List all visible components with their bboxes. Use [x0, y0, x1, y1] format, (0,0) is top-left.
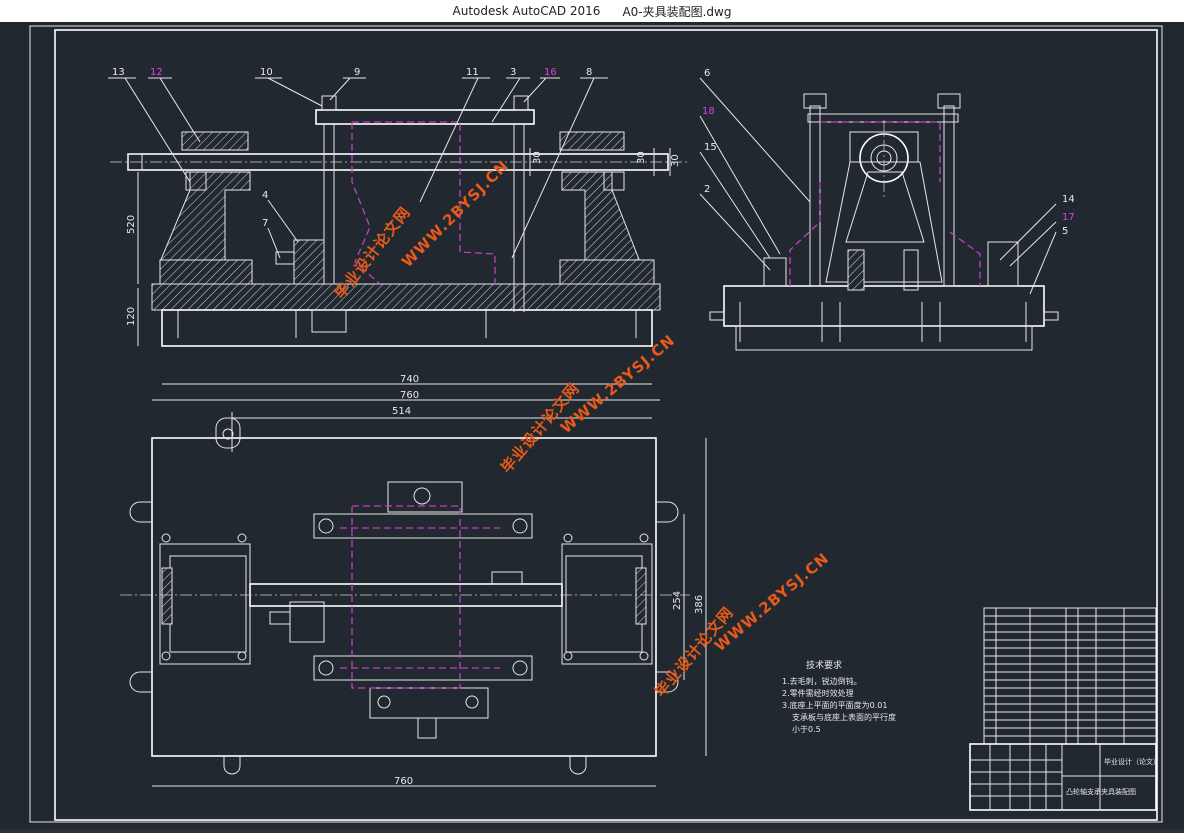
- label-7: 7: [262, 218, 268, 229]
- watermark-url-3: WWW.2BYSJ.CN: [711, 549, 833, 655]
- dim-height-outer: 386: [694, 595, 705, 614]
- label-2: 2: [704, 184, 710, 195]
- tech-req-item-5: 小于0.5: [792, 725, 821, 734]
- title-block: 毕业设计（论文） 凸轮轴支承夹具装配图: [969, 607, 1160, 811]
- inner-frame: [54, 29, 1158, 821]
- right-bearing-cap: [559, 131, 625, 151]
- title-block-frame: [969, 743, 1157, 811]
- watermark-url-1: WWW.2BYSJ.CN: [398, 157, 512, 271]
- left-support: [159, 171, 251, 263]
- top-clamp-bar: [315, 109, 535, 125]
- dim-30-a: 30: [532, 151, 543, 164]
- label-18: 18: [702, 106, 715, 117]
- top-clamp-bar-upper: [313, 513, 533, 539]
- label-8: 8: [586, 67, 592, 78]
- label-3: 3: [510, 67, 516, 78]
- dim-height-upper: 520: [126, 215, 137, 234]
- label-16: 16: [544, 67, 557, 78]
- top-base-outline: [151, 437, 657, 757]
- technical-requirements: 技术要求 1.去毛刺，锐边倒钝。 2.零件需经时效处理 3.底座上平面的平面度为…: [782, 659, 896, 734]
- workpiece-outline-side: [789, 121, 981, 286]
- drawing-canvas[interactable]: 520 120 740 760 30 30 30 13 12 10: [0, 22, 1184, 829]
- workpiece-outline-front: [351, 121, 496, 285]
- dim-height-lower: 120: [126, 307, 137, 326]
- tech-req-heading: 技术要求: [806, 659, 842, 671]
- document-name: A0-夹具装配图.dwg: [622, 4, 732, 19]
- side-view[interactable]: 6 18 15 2 14 17 5: [699, 68, 1075, 351]
- app-name: Autodesk AutoCAD 2016: [452, 4, 601, 18]
- label-14: 14: [1062, 194, 1075, 205]
- dim-width-outer: 760: [400, 390, 419, 401]
- workpiece-outline-top: [351, 505, 461, 689]
- side-a-frame: [825, 161, 943, 283]
- top-left-support: [159, 543, 251, 665]
- tech-req-item-4: 支承板与底座上表面的平行度: [792, 712, 896, 722]
- dim-height-inner: 254: [672, 591, 683, 610]
- label-17: 17: [1062, 212, 1075, 223]
- front-base-plate: [151, 283, 661, 311]
- top-view[interactable]: 514 760 254 386: [120, 406, 707, 787]
- side-base: [723, 285, 1045, 327]
- cad-drawing[interactable]: 520 120 740 760 30 30 30 13 12 10: [0, 22, 1184, 829]
- front-view[interactable]: 520 120 740 760 30 30 30 13 12 10: [108, 67, 690, 401]
- dim-width-top: 514: [392, 406, 411, 417]
- outer-frame: [29, 25, 1163, 823]
- label-9: 9: [354, 67, 360, 78]
- label-4: 4: [262, 190, 268, 201]
- label-6: 6: [704, 68, 710, 79]
- label-10: 10: [260, 67, 273, 78]
- top-clamp-bar-lower: [313, 655, 533, 681]
- dim-width-bottom: 760: [394, 776, 413, 787]
- bom-table: [983, 607, 1157, 745]
- tech-req-item-2: 2.零件需经时效处理: [782, 688, 854, 698]
- tech-req-item-3: 3.底座上平面的平面度为0.01: [782, 700, 887, 710]
- dim-30-b: 30: [636, 151, 647, 164]
- label-13: 13: [112, 67, 125, 78]
- drawing-subtitle: 毕业设计（论文）: [1104, 757, 1160, 766]
- drawing-title: 凸轮轴支承夹具装配图: [1066, 787, 1136, 796]
- label-15: 15: [704, 142, 717, 153]
- right-support: [561, 171, 641, 263]
- tech-req-item-1: 1.去毛刺，锐边倒钝。: [782, 676, 862, 686]
- dim-30-c: 30: [670, 154, 681, 167]
- window-title-bar: Autodesk AutoCAD 2016 A0-夹具装配图.dwg: [0, 0, 1184, 23]
- left-bearing-cap: [181, 131, 249, 151]
- label-5: 5: [1062, 226, 1068, 237]
- label-11: 11: [466, 67, 479, 78]
- label-12: 12: [150, 67, 163, 78]
- dim-width-inner: 740: [400, 374, 419, 385]
